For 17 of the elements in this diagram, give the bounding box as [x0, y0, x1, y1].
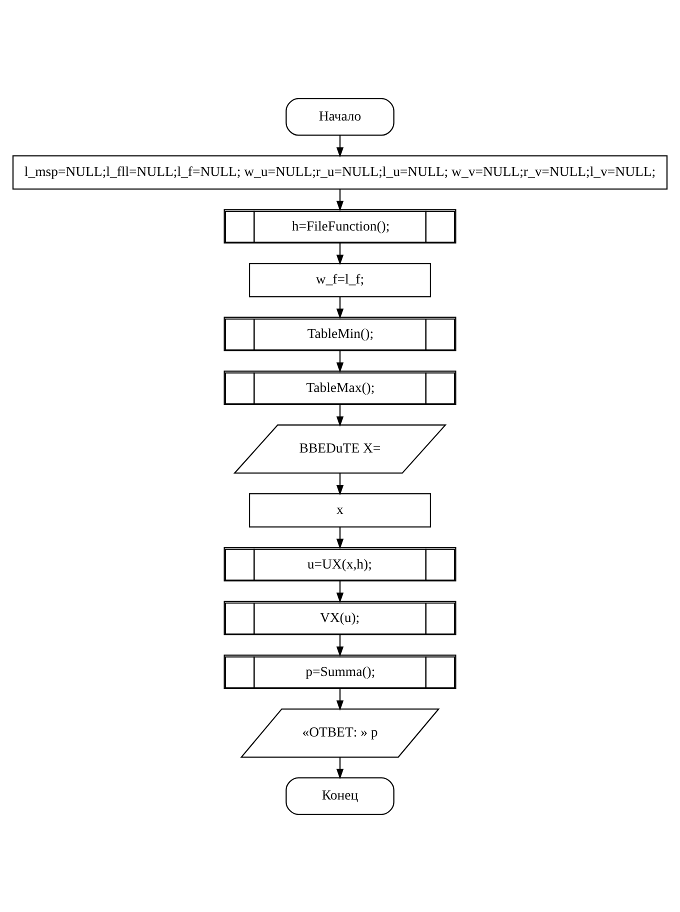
arrow	[336, 580, 344, 602]
node-box: Конец	[286, 776, 394, 814]
arrow	[336, 350, 344, 372]
arrow	[336, 242, 344, 265]
node-box: l_msp=NULL;l_fll=NULL;l_f=NULL; w_u=NULL;r_u=NULL;l_u=NULL; w_v=NULL;r_v=NULL;l_v=NULL;	[12, 154, 668, 190]
arrow	[336, 526, 344, 549]
node-box: x	[248, 492, 432, 528]
arrow	[336, 688, 344, 710]
arrow	[336, 634, 344, 656]
node-box: w_f=l_f;	[248, 262, 432, 297]
arrow	[336, 404, 344, 426]
arrow	[336, 296, 344, 318]
node-box: Начало	[286, 98, 394, 136]
arrow	[336, 188, 344, 211]
arrow	[336, 135, 344, 158]
arrow	[336, 756, 344, 779]
arrow	[336, 472, 344, 495]
